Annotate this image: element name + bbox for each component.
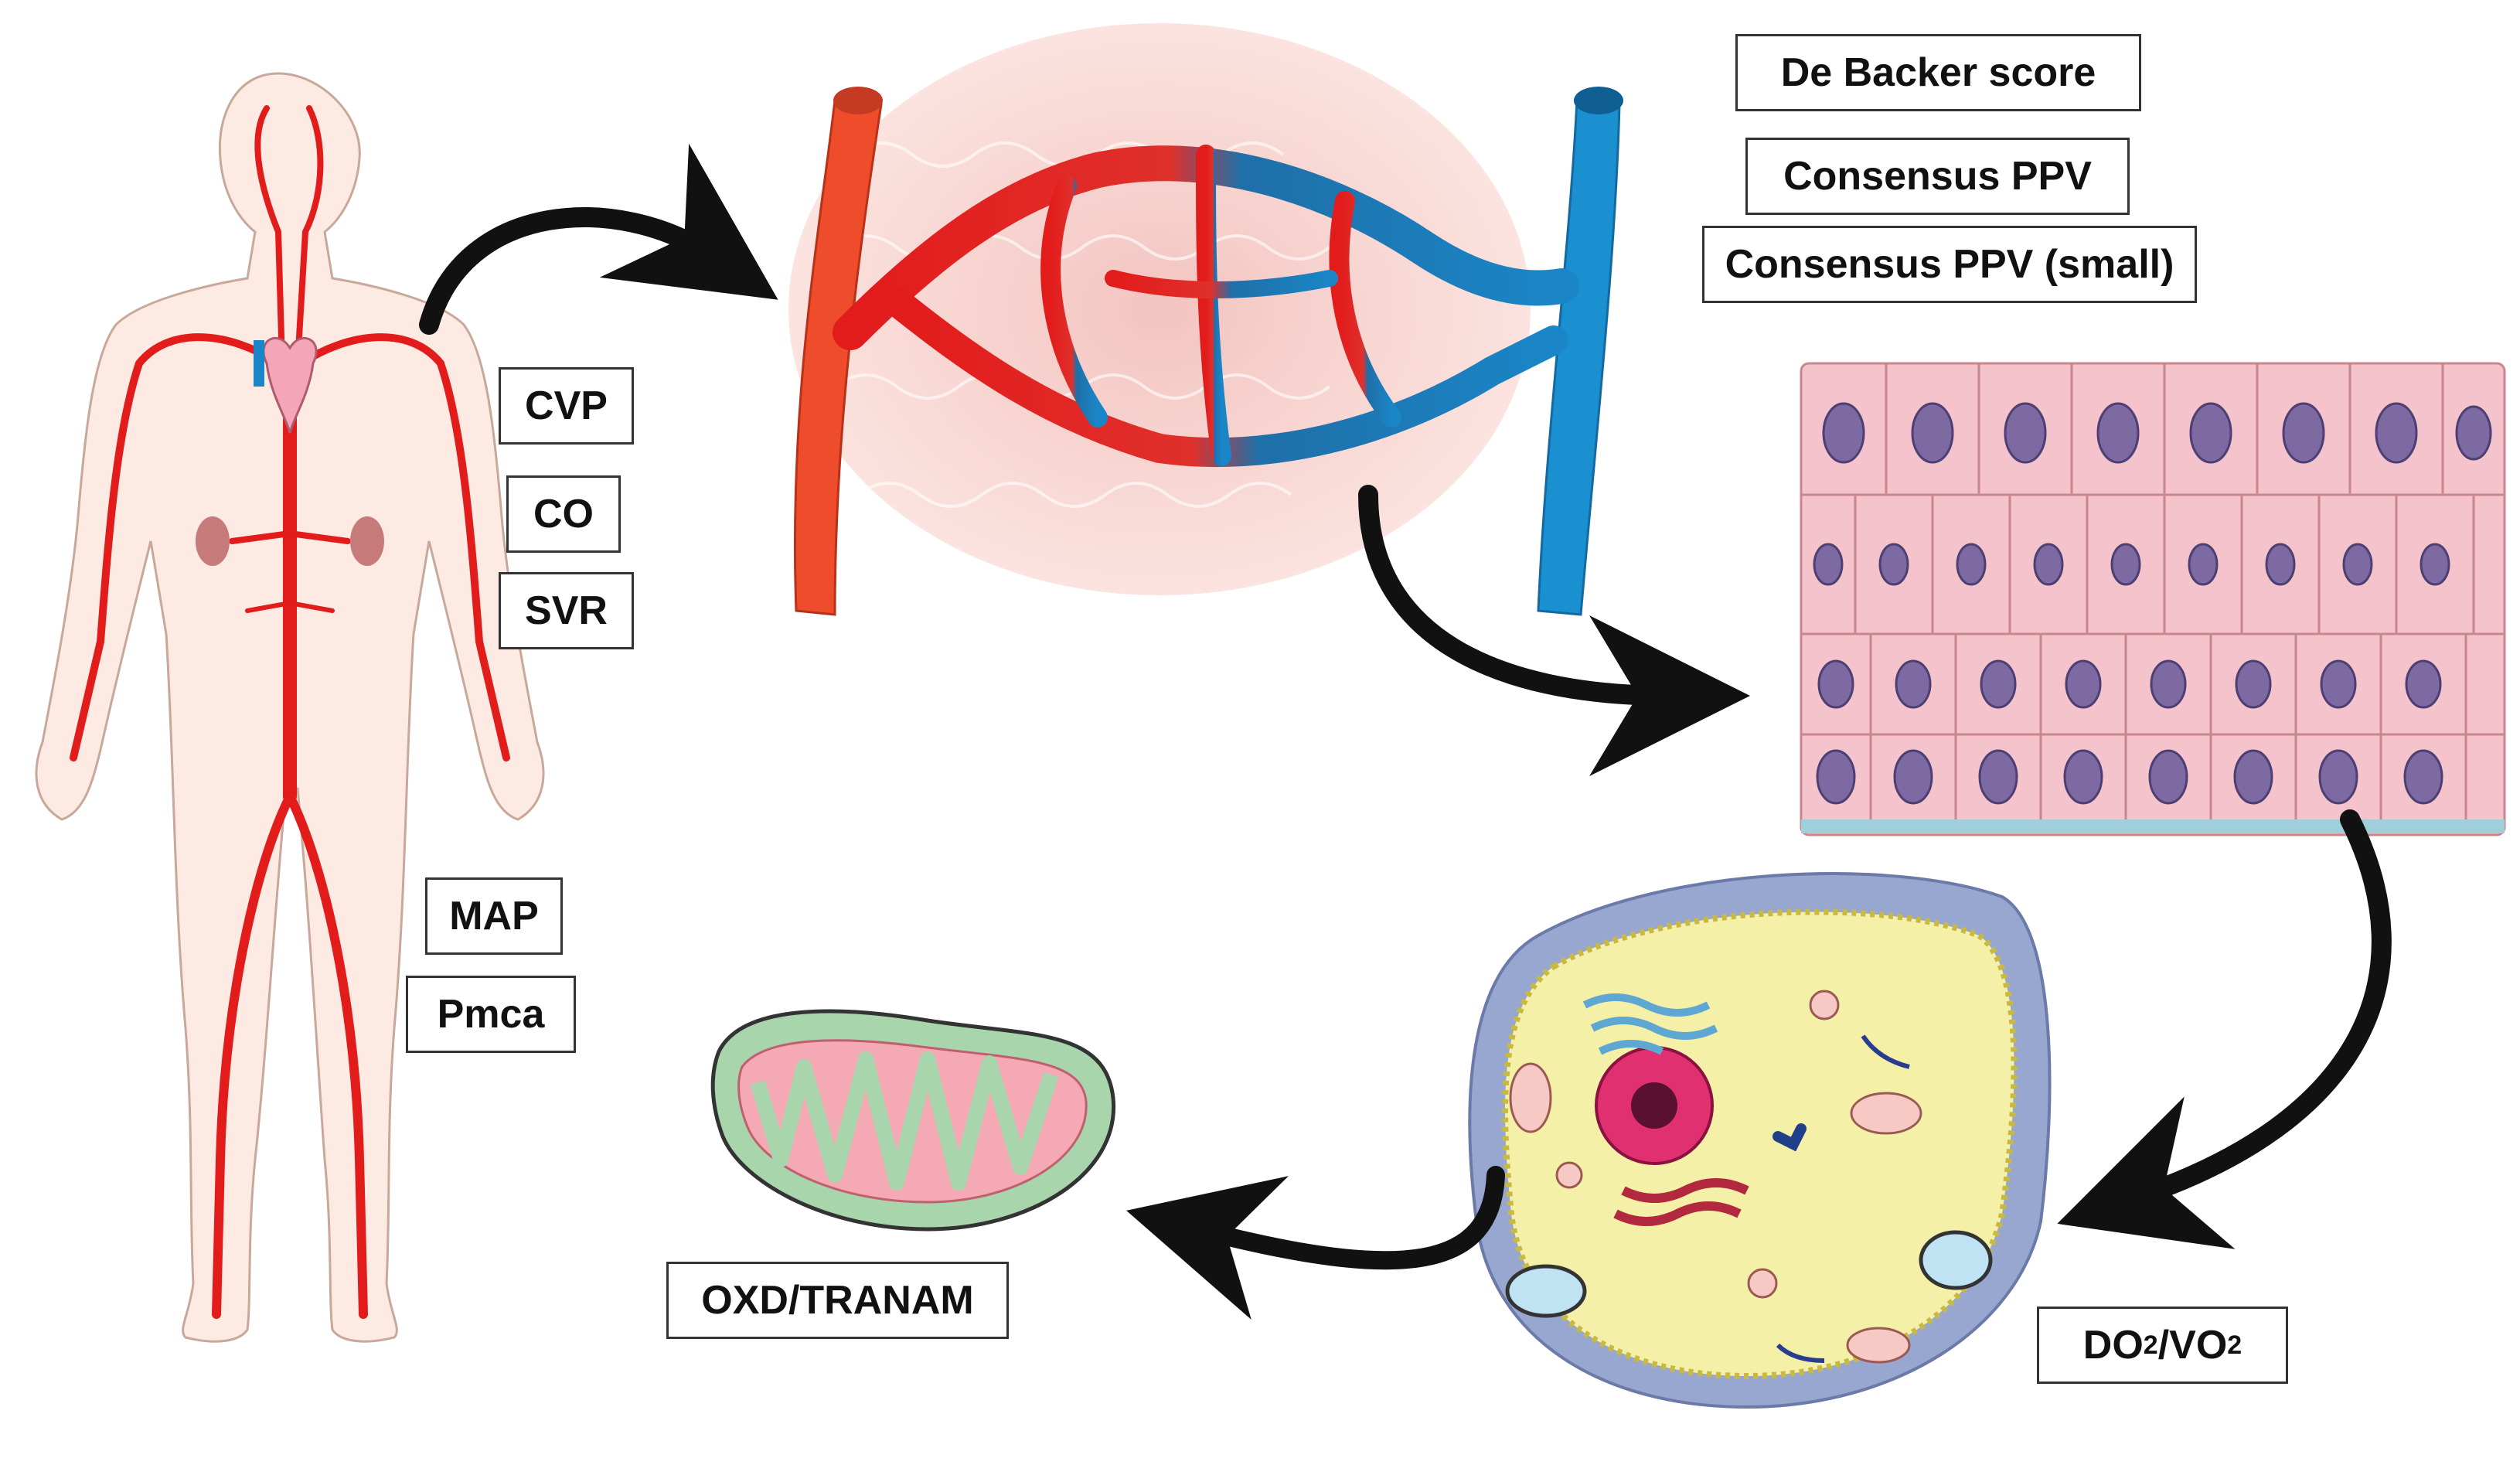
label-text: Consensus PPV bbox=[1783, 154, 2092, 199]
arrow-cell-to-mitochondrion bbox=[1126, 1166, 1505, 1320]
flow-arrows bbox=[419, 143, 2392, 1320]
label-cvp: CVP bbox=[499, 367, 634, 445]
label-svr: SVR bbox=[499, 572, 634, 649]
cell-illustration bbox=[1468, 872, 2052, 1409]
label-text-do: DO bbox=[2082, 1323, 2144, 1368]
arrow-body-to-capillary bbox=[419, 143, 778, 335]
label-text: Consensus PPV (small) bbox=[1725, 242, 2174, 287]
label-consensus-ppv-small: Consensus PPV (small) bbox=[1702, 226, 2197, 303]
epithelial-tissue-illustration bbox=[1800, 362, 2506, 836]
mitochondrion-illustration bbox=[710, 1009, 1116, 1232]
label-sub-1: 2 bbox=[2143, 1330, 2158, 1360]
label-consensus-ppv: Consensus PPV bbox=[1745, 138, 2130, 215]
label-sub-2: 2 bbox=[2227, 1330, 2242, 1360]
label-text: CO bbox=[533, 492, 594, 537]
label-text: De Backer score bbox=[1780, 50, 2096, 95]
label-oxd-tranam: OXD/TRANAM bbox=[666, 1262, 1009, 1339]
label-pmca: Pmca bbox=[406, 976, 576, 1053]
label-de-backer-score: De Backer score bbox=[1735, 34, 2141, 111]
label-co: CO bbox=[506, 475, 621, 553]
label-text: SVR bbox=[525, 588, 608, 633]
label-text: MAP bbox=[449, 894, 539, 939]
label-map: MAP bbox=[425, 877, 563, 955]
arrow-capillary-to-tissue bbox=[1358, 485, 1750, 776]
label-text-vo: /VO bbox=[2157, 1323, 2228, 1368]
arrow-tissue-to-cell bbox=[2057, 809, 2392, 1249]
capillary-bed-illustration bbox=[788, 23, 1623, 616]
label-text: OXD/TRANAM bbox=[701, 1278, 974, 1323]
label-text: Pmca bbox=[437, 992, 545, 1037]
label-text: CVP bbox=[525, 383, 608, 428]
human-circulation-figure bbox=[35, 72, 545, 1343]
